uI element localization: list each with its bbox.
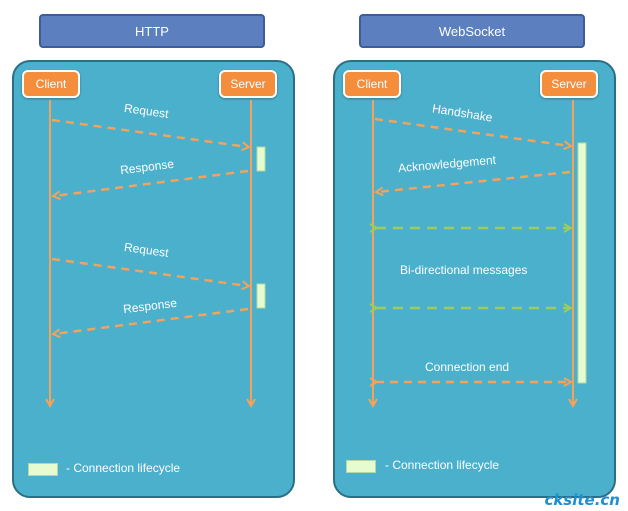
http-client-actor: Client	[22, 70, 80, 98]
ws-client-actor: Client	[343, 70, 401, 98]
http-lifecycle-bar-2	[256, 283, 266, 309]
http-lifecycle-bar-1	[256, 146, 266, 172]
http-legend-text: - Connection lifecycle	[66, 461, 181, 475]
http-response-arrow-1	[54, 169, 249, 196]
http-response-arrow-2	[54, 307, 249, 334]
http-server-actor: Server	[219, 70, 277, 98]
http-request-arrow-1	[51, 118, 248, 147]
ws-bidir-label: Bi-directional messages	[400, 263, 528, 277]
ws-handshake-arrow	[374, 117, 570, 146]
http-request-arrow-2	[51, 257, 248, 286]
ws-connection-end-label: Connection end	[425, 360, 510, 374]
ws-server-actor: Server	[540, 70, 598, 98]
http-legend-swatch	[28, 463, 58, 476]
ws-legend-text: - Connection lifecycle	[385, 458, 500, 472]
http-title: HTTP	[39, 14, 265, 48]
site-watermark: cksite.cn	[544, 491, 620, 509]
ws-lifecycle-bar	[577, 142, 587, 384]
ws-legend-swatch	[346, 460, 376, 473]
ws-ack-arrow	[377, 170, 571, 192]
websocket-title: WebSocket	[359, 14, 585, 48]
